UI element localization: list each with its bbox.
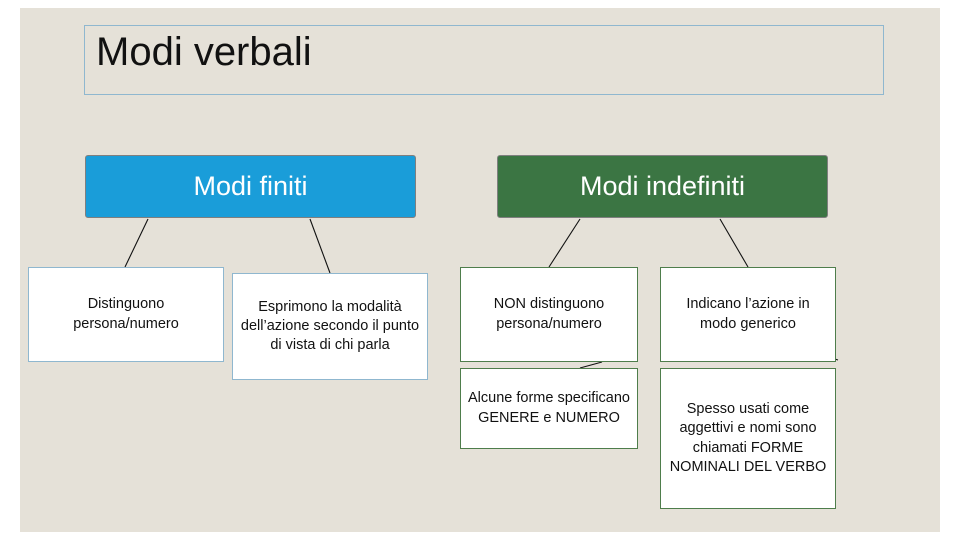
- node-non-distinguono[interactable]: NON distinguono persona/numero: [460, 267, 638, 362]
- title-frame: [84, 25, 884, 95]
- node-modi-finiti[interactable]: Modi finiti: [85, 155, 416, 218]
- node-spesso-usati[interactable]: Spesso usati come aggettivi e nomi sono …: [660, 368, 836, 509]
- node-indicano-label: Indicano l’azione in modo generico: [686, 296, 810, 332]
- node-modi-indefiniti-label: Modi indefiniti: [579, 171, 746, 201]
- node-modi-indefiniti[interactable]: Modi indefiniti: [497, 155, 828, 218]
- page-title: Modi verbali: [96, 30, 312, 74]
- edge-finiti-distinguono: [124, 218, 149, 268]
- node-esprimono[interactable]: Esprimono la modalità dell’azione second…: [232, 273, 428, 380]
- node-indicano[interactable]: Indicano l’azione in modo generico: [660, 267, 836, 362]
- node-distinguono[interactable]: Distinguono persona/numero: [28, 267, 224, 362]
- node-esprimono-label: Esprimono la modalità dell’azione second…: [240, 298, 420, 354]
- edge-finiti-esprimono: [309, 218, 331, 274]
- edge-indefiniti-indicano: [719, 218, 749, 268]
- node-distinguono-label: Distinguono persona/numero: [73, 296, 179, 332]
- edge-indefiniti-nondistinguono: [548, 218, 581, 268]
- node-non-distinguono-label: NON distinguono persona/numero: [493, 296, 605, 332]
- node-alcune-forme-label: Alcune forme specificano GENERE e NUMERO: [468, 390, 630, 426]
- node-spesso-usati-label: Spesso usati come aggettivi e nomi sono …: [669, 401, 827, 475]
- node-modi-finiti-label: Modi finiti: [193, 171, 308, 201]
- node-alcune-forme[interactable]: Alcune forme specificano GENERE e NUMERO: [460, 368, 638, 449]
- slide-canvas: Modi verbali Modi finiti Modi indefiniti…: [20, 8, 940, 532]
